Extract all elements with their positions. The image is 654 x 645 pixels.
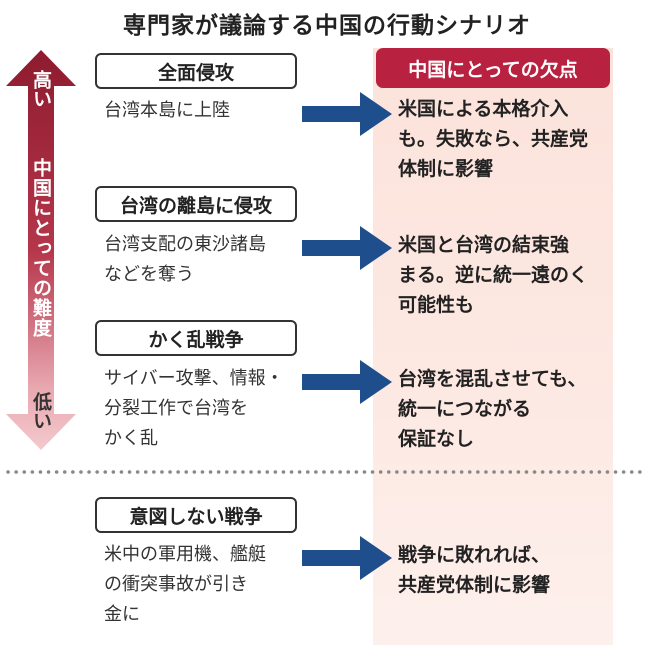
desc-line: の衝突事故が引き: [104, 574, 248, 595]
diagram-title: 専門家が議論する中国の行動シナリオ: [123, 13, 531, 39]
weakness-line: 統一につながる: [398, 398, 532, 420]
scenario-desc-unintended-war: 米中の軍用機、艦艇 の衝突事故が引き 金に: [104, 540, 314, 630]
scenario-title-unintended-war: 意図しない戦争: [95, 497, 297, 533]
difficulty-arrow-shape: [6, 50, 76, 450]
weakness-line: 米国による本格介入: [398, 98, 569, 120]
difficulty-low-label: 低い: [30, 392, 52, 430]
desc-line: 米中の軍用機、艦艇: [104, 544, 266, 565]
scenario-desc-outlying-island: 台湾支配の東沙諸島 などを奪う: [104, 230, 314, 290]
weakness-unintended-war: 戦争に敗れれば、 共産党体制に影響: [398, 540, 618, 600]
scenario-desc-disruption-war: サイバー攻撃、情報・ 分裂工作で台湾を かく乱: [104, 364, 314, 454]
scenario-title-full-invasion: 全面侵攻: [95, 53, 297, 89]
arrow-right-icon: [302, 92, 392, 136]
weakness-full-invasion: 米国による本格介入 も。失敗なら、共産党 体制に影響: [398, 94, 618, 184]
weakness-line: 米国と台湾の結束強: [398, 234, 570, 256]
weakness-line: まる。逆に統一遠のく: [398, 264, 589, 286]
weakness-column-background: [373, 48, 613, 645]
difficulty-axis-label: 中国にとっての難度: [30, 158, 52, 338]
weakness-column-header: 中国にとっての欠点: [376, 48, 610, 88]
difficulty-arrow: [6, 50, 76, 450]
arrow-right-icon: [302, 360, 392, 404]
difficulty-high-label: 高い: [30, 70, 52, 108]
weakness-line: 共産党体制に影響: [398, 574, 551, 596]
scenario-title-outlying-island: 台湾の離島に侵攻: [95, 186, 297, 222]
weakness-line: 体制に影響: [398, 158, 494, 180]
scenario-title-disruption-war: かく乱戦争: [95, 320, 297, 356]
desc-line: 台湾支配の東沙諸島: [104, 234, 266, 255]
weakness-outlying-island: 米国と台湾の結束強 まる。逆に統一遠のく 可能性も: [398, 230, 618, 320]
weakness-disruption-war: 台湾を混乱させても、 統一につながる 保証なし: [398, 364, 618, 454]
desc-line: などを奪う: [104, 264, 194, 285]
weakness-line: 保証なし: [398, 428, 475, 450]
weakness-line: 可能性も: [398, 294, 475, 316]
weakness-line: 戦争に敗れれば、: [398, 544, 551, 566]
desc-line: 台湾本島に上陸: [104, 100, 230, 121]
desc-line: サイバー攻撃、情報・: [104, 368, 284, 389]
dotted-separator: [6, 470, 648, 474]
arrow-right-icon: [302, 536, 392, 580]
desc-line: 分裂工作で台湾を: [104, 398, 248, 419]
desc-line: 金に: [104, 604, 140, 625]
scenario-desc-full-invasion: 台湾本島に上陸: [104, 96, 314, 126]
arrow-right-icon: [302, 226, 392, 270]
desc-line: かく乱: [104, 428, 158, 449]
weakness-line: も。失敗なら、共産党: [398, 128, 589, 150]
weakness-line: 台湾を混乱させても、: [398, 368, 587, 390]
